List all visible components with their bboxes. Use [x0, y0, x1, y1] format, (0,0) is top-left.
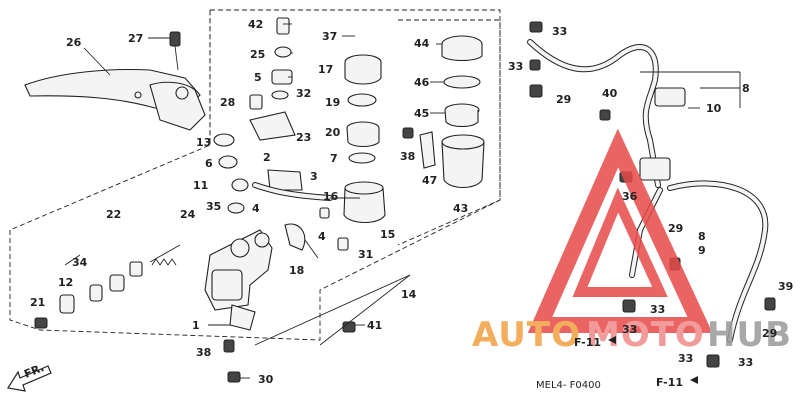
- lever-pivot-bolt[interactable]: [169, 31, 181, 71]
- callout-label: 47: [422, 174, 437, 187]
- callout-label: 6: [205, 157, 213, 170]
- callout-labels: 26 27 42 25 5 28 32 37 17 19 20 7 44 46 …: [30, 18, 793, 386]
- callout-label: 23: [296, 131, 311, 144]
- watermark-triangle: [527, 128, 713, 333]
- watermark-word-1: AUTO: [472, 315, 581, 355]
- reservoir-left[interactable]: [343, 54, 386, 224]
- callout-label: 46: [414, 76, 430, 89]
- callout-label: 31: [358, 248, 373, 261]
- callout-label: 35: [206, 200, 221, 213]
- leader-lines: [64, 23, 741, 379]
- callout-label: 14: [401, 288, 417, 301]
- reference-label: F-11: [656, 376, 683, 389]
- callout-label: 15: [380, 228, 395, 241]
- watermark: AUTO MOTO HUB: [472, 128, 792, 355]
- callout-label: 33: [678, 352, 693, 365]
- direction-label: FR.: [22, 361, 46, 381]
- callout-label: 42: [248, 18, 263, 31]
- callout-label: 40: [602, 87, 618, 100]
- callout-label: 34: [72, 256, 88, 269]
- callout-label: 36: [622, 190, 638, 203]
- callout-label: 9: [698, 244, 706, 257]
- callout-label: 26: [66, 36, 82, 49]
- callout-label: 7: [330, 152, 338, 165]
- callout-label: 37: [322, 30, 337, 43]
- reference-label: F-11: [574, 336, 601, 349]
- callout-label: 21: [30, 296, 45, 309]
- callout-label: 2: [263, 151, 271, 164]
- callout-label: 3: [310, 170, 318, 183]
- callout-label: 41: [367, 319, 382, 332]
- callout-label: 13: [196, 136, 211, 149]
- callout-label: 38: [400, 150, 415, 163]
- callout-label: 29: [556, 93, 571, 106]
- callout-label: 19: [325, 96, 340, 109]
- callout-label: 45: [414, 107, 429, 120]
- callout-label: 18: [289, 264, 304, 277]
- callout-label: 4: [252, 202, 260, 215]
- direction-arrow: FR.: [7, 361, 52, 392]
- callout-label: 10: [706, 102, 722, 115]
- group-box-reservoir: [397, 19, 501, 246]
- callout-label: 33: [508, 60, 523, 73]
- watermark-word-2: MOTO: [586, 315, 705, 355]
- callout-label: 33: [738, 356, 753, 369]
- callout-label: 8: [742, 82, 750, 95]
- callout-label: 16: [323, 190, 339, 203]
- callout-label: 12: [58, 276, 73, 289]
- callout-label: 24: [180, 208, 196, 221]
- callout-label: 39: [778, 280, 793, 293]
- piston-kit[interactable]: [34, 244, 181, 329]
- watermark-word-3: HUB: [707, 315, 792, 355]
- diagram-code: MEL4- F0400: [536, 380, 601, 391]
- reservoir-right[interactable]: [402, 35, 485, 189]
- callout-label: 43: [453, 202, 468, 215]
- callout-label: 4: [318, 230, 326, 243]
- brake-lever[interactable]: [24, 68, 206, 131]
- callout-label: 28: [220, 96, 235, 109]
- callout-label: 25: [250, 48, 265, 61]
- callout-label: 17: [318, 63, 333, 76]
- callout-label: 30: [258, 373, 274, 386]
- callout-label: 27: [128, 32, 143, 45]
- callout-label: 33: [650, 303, 665, 316]
- callout-label: 44: [414, 37, 430, 50]
- callout-label: 5: [254, 71, 262, 84]
- callout-label: 1: [192, 319, 200, 332]
- callout-label: 32: [296, 87, 311, 100]
- reference-arrow: [608, 336, 698, 384]
- callout-label: 33: [552, 25, 567, 38]
- small-parts[interactable]: [213, 17, 356, 383]
- callout-label: 20: [325, 126, 341, 139]
- callout-label: 29: [668, 222, 683, 235]
- callout-label: 22: [106, 208, 121, 221]
- callout-label: 11: [193, 179, 208, 192]
- callout-label: 33: [622, 323, 637, 336]
- callout-label: 38: [196, 346, 211, 359]
- callout-label: 8: [698, 230, 706, 243]
- master-cylinder-body[interactable]: [204, 229, 273, 331]
- callout-label: 29: [762, 327, 777, 340]
